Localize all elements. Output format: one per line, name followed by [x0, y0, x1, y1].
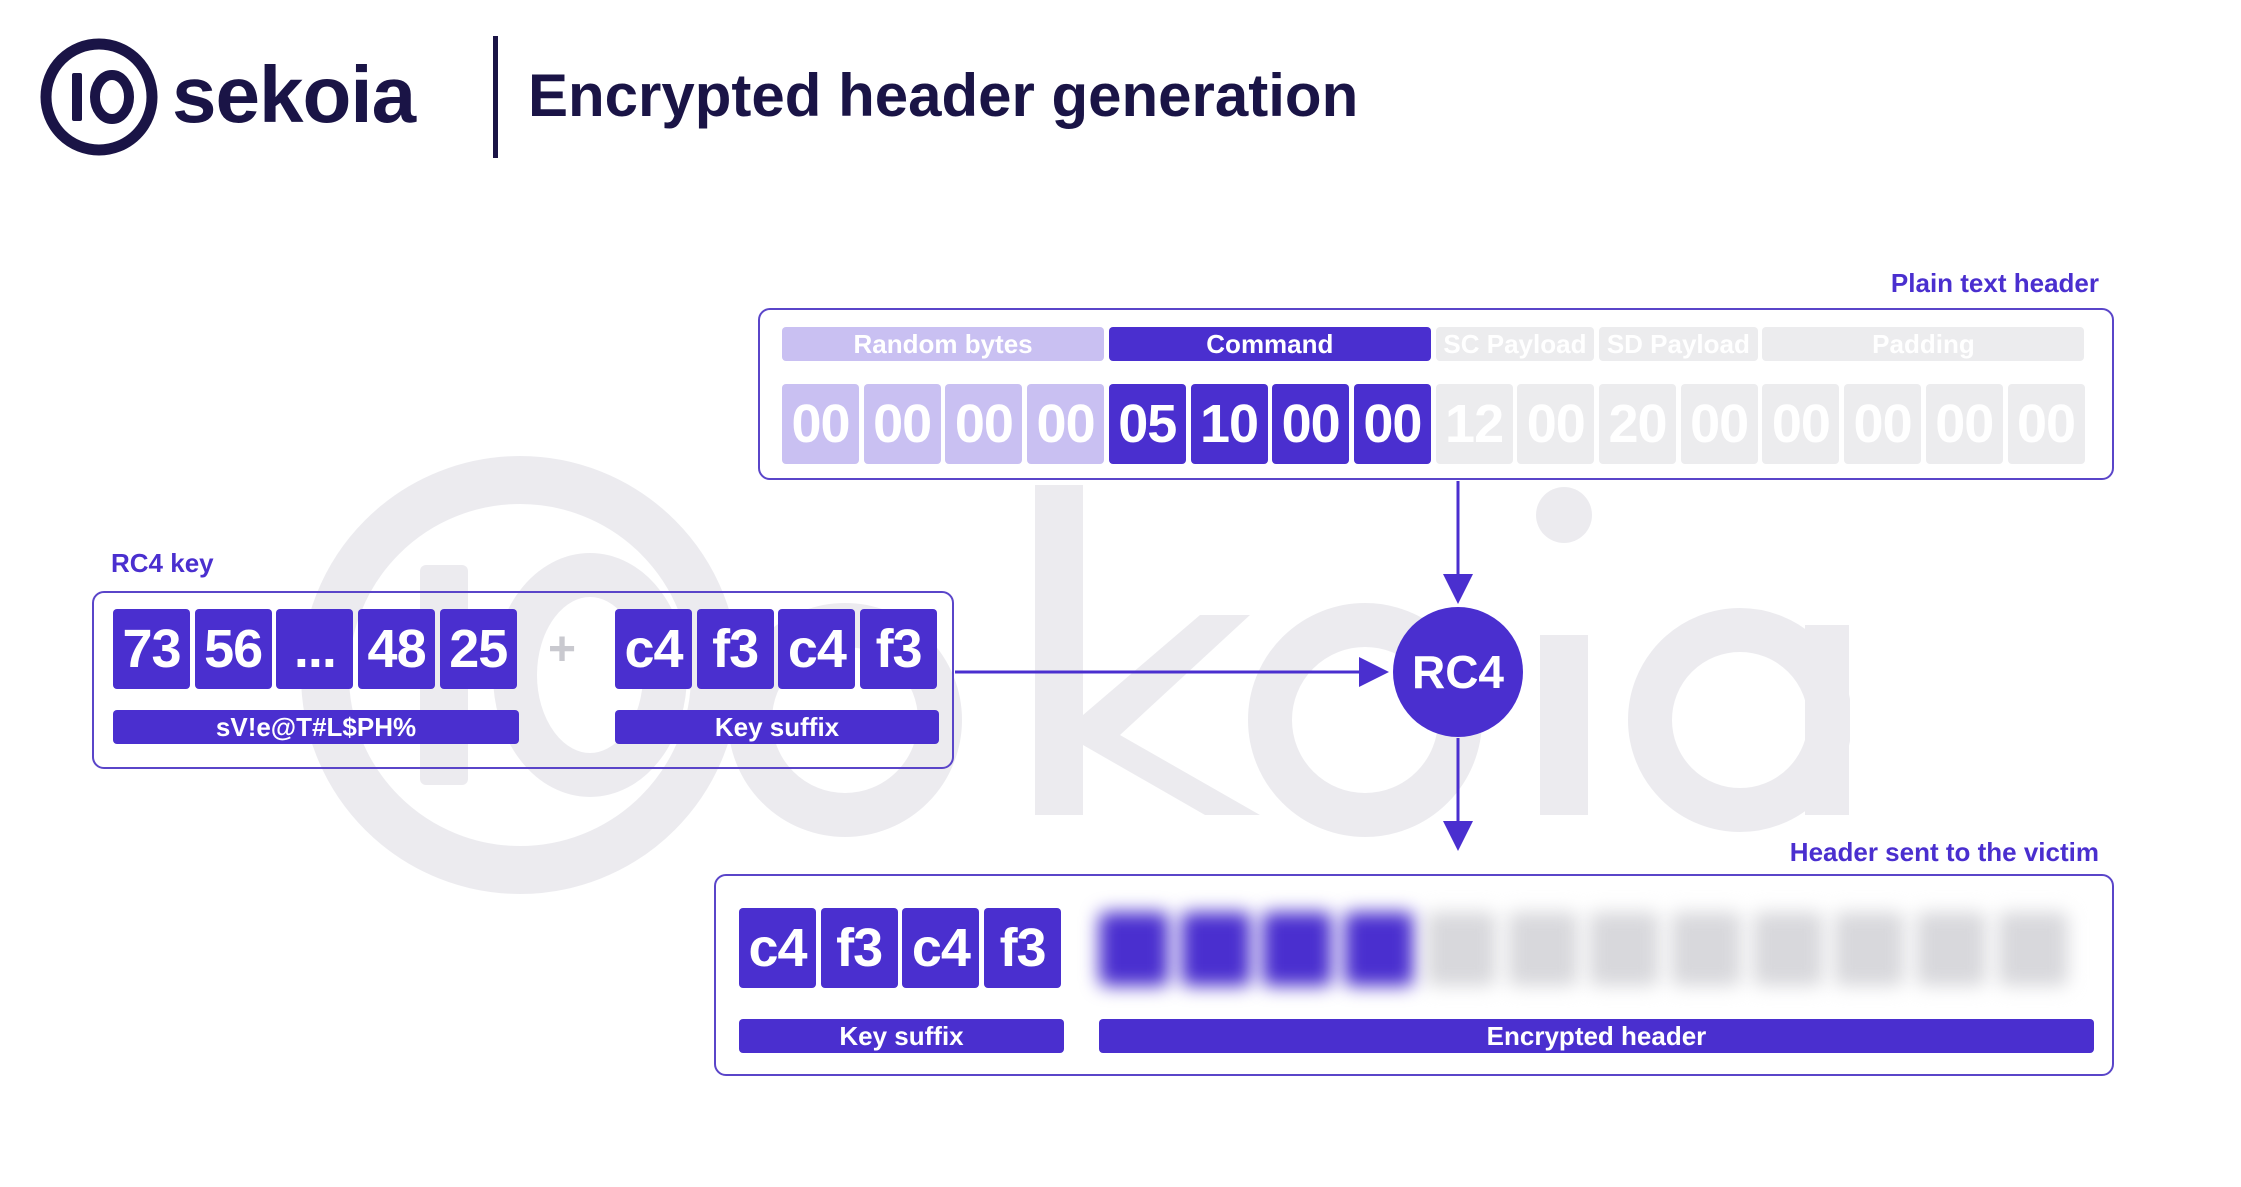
key-suffix-byte: f3	[696, 609, 774, 689]
key-suffix-label: Key suffix	[615, 710, 939, 744]
victim-suffix-byte: c4	[902, 908, 980, 988]
key-prefix-byte: ...	[276, 609, 354, 689]
plain-text-header-label: Plain text header	[1890, 268, 2099, 298]
key-prefix-byte: 73	[113, 609, 190, 689]
encrypted-byte-blurred	[1752, 912, 1823, 986]
encrypted-byte-blurred	[1916, 912, 1986, 986]
plain-byte: 20	[1599, 384, 1676, 464]
plain-byte: 00	[1027, 384, 1105, 464]
plain-byte: 00	[1272, 384, 1350, 464]
plain-byte: 00	[1925, 384, 2003, 464]
plain-byte: 10	[1190, 384, 1268, 464]
key-prefix-byte: 48	[358, 609, 436, 689]
encrypted-byte-blurred	[1099, 912, 1169, 986]
plain-byte: 00	[2007, 384, 2085, 464]
rc4-key-label: RC4 key	[111, 548, 214, 578]
encrypted-byte-blurred	[1670, 912, 1741, 986]
plain-byte: 00	[1517, 384, 1595, 464]
plain-byte: 00	[1844, 384, 1922, 464]
plain-segment-label: SC Payload	[1435, 327, 1595, 361]
encrypted-byte-blurred	[1589, 912, 1660, 986]
logo-wordmark: sekoia	[172, 50, 416, 139]
key-suffix-byte: c4	[778, 609, 856, 689]
key-prefix-byte: 56	[194, 609, 272, 689]
encrypted-byte-blurred	[1997, 912, 2068, 986]
plain-segment-label: SD Payload	[1599, 327, 1758, 361]
plain-byte: 00	[1680, 384, 1758, 464]
encrypted-header-label: Encrypted header	[1099, 1019, 2094, 1053]
victim-header-label: Header sent to the victim	[1789, 837, 2099, 867]
encrypted-byte-blurred	[1180, 912, 1251, 986]
plain-byte: 12	[1435, 384, 1513, 464]
plain-segment-label: Padding	[1762, 327, 2085, 361]
encrypted-byte-blurred	[1262, 912, 1333, 986]
plain-segment-label: Command	[1108, 327, 1431, 361]
key-suffix-byte: f3	[860, 609, 938, 689]
plain-segment-label: Random bytes	[782, 327, 1105, 361]
encrypted-byte-blurred	[1834, 912, 1905, 986]
header-divider	[493, 36, 498, 158]
encrypted-byte-blurred	[1425, 912, 1496, 986]
victim-suffix-byte: f3	[984, 908, 1062, 988]
key-suffix-byte: c4	[615, 609, 692, 689]
plain-byte: 00	[782, 384, 859, 464]
plain-byte: 00	[863, 384, 941, 464]
plain-byte: 00	[1353, 384, 1431, 464]
key-prefix-byte: 25	[439, 609, 517, 689]
sekoia-logo-icon	[40, 38, 158, 156]
encrypted-byte-blurred	[1344, 912, 1415, 986]
victim-suffix-label: Key suffix	[739, 1019, 1064, 1053]
key-prefix-label: sV!e@T#L$PH%	[113, 710, 519, 744]
plus-sign: +	[548, 623, 577, 676]
page-title: Encrypted header generation	[528, 62, 1359, 129]
rc4-node: RC4	[1393, 607, 1523, 737]
victim-suffix-byte: c4	[739, 908, 816, 988]
plain-byte: 05	[1108, 384, 1186, 464]
encrypted-byte-blurred	[1507, 912, 1578, 986]
plain-byte: 00	[945, 384, 1023, 464]
plain-byte: 00	[1762, 384, 1840, 464]
victim-suffix-byte: f3	[820, 908, 898, 988]
